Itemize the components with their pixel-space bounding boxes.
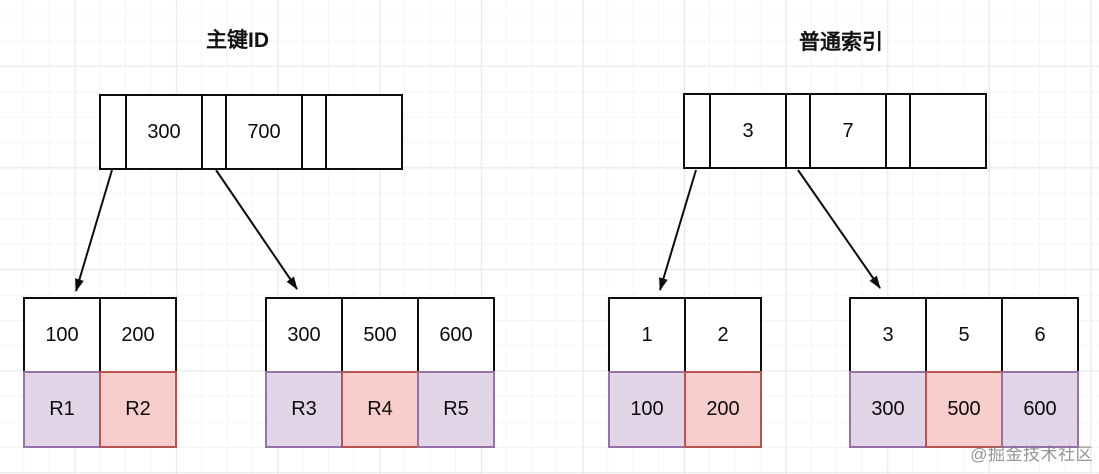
leaf-record-cell: R2 [99, 371, 177, 448]
root-key-cell: 3 [709, 95, 785, 167]
secondary-leaf-node-1: 1 100 2 200 [608, 297, 762, 448]
leaf-column: 200 R2 [99, 297, 177, 448]
root-pointer-cell [301, 96, 325, 168]
root-pointer-cell [885, 95, 909, 167]
root-key-cell-empty [909, 95, 985, 167]
leaf-key-cell: 3 [849, 297, 927, 373]
leaf-record-cell: R3 [265, 371, 343, 448]
leaf-key-cell: 200 [99, 297, 177, 373]
leaf-record-cell: 500 [925, 371, 1003, 448]
leaf-record-cell: R5 [417, 371, 495, 448]
leaf-key-cell: 5 [925, 297, 1003, 373]
leaf-record-cell: 200 [684, 371, 762, 448]
arrow-primary-root-to-leaf2 [215, 169, 298, 290]
leaf-record-cell: R1 [23, 371, 101, 448]
leaf-column: 1 100 [608, 297, 686, 448]
primary-key-title: 主键ID [206, 29, 269, 52]
root-pointer-cell [785, 95, 809, 167]
secondary-root-node: 3 7 [683, 93, 987, 169]
primary-leaf-node-1: 100 R1 200 R2 [23, 297, 177, 448]
juejin-watermark: @掘金技术社区 [970, 445, 1093, 464]
secondary-leaf-node-2: 3 300 5 500 6 600 [849, 297, 1079, 448]
leaf-record-cell: R4 [341, 371, 419, 448]
leaf-column: 300 R3 [265, 297, 343, 448]
leaf-record-cell: 600 [1001, 371, 1079, 448]
leaf-column: 3 300 [849, 297, 927, 448]
leaf-column: 6 600 [1001, 297, 1079, 448]
root-key-cell: 300 [125, 96, 201, 168]
root-pointer-cell [685, 95, 709, 167]
leaf-key-cell: 100 [23, 297, 101, 373]
arrow-secondary-root-to-leaf2 [797, 169, 881, 289]
primary-leaf-node-2: 300 R3 500 R4 600 R5 [265, 297, 495, 448]
root-key-cell: 7 [809, 95, 885, 167]
root-key-cell-empty [325, 96, 401, 168]
leaf-key-cell: 2 [684, 297, 762, 373]
leaf-column: 5 500 [925, 297, 1003, 448]
leaf-column: 2 200 [684, 297, 762, 448]
leaf-record-cell: 100 [608, 371, 686, 448]
leaf-record-cell: 300 [849, 371, 927, 448]
root-pointer-cell [201, 96, 225, 168]
leaf-key-cell: 1 [608, 297, 686, 373]
leaf-column: 500 R4 [341, 297, 419, 448]
secondary-index-title: 普通索引 [799, 31, 883, 54]
leaf-key-cell: 300 [265, 297, 343, 373]
leaf-column: 100 R1 [23, 297, 101, 448]
leaf-key-cell: 6 [1001, 297, 1079, 373]
arrow-primary-root-to-leaf1 [75, 169, 113, 292]
primary-root-node: 300 700 [99, 94, 403, 170]
root-pointer-cell [101, 96, 125, 168]
root-key-cell: 700 [225, 96, 301, 168]
leaf-key-cell: 500 [341, 297, 419, 373]
leaf-key-cell: 600 [417, 297, 495, 373]
arrow-secondary-root-to-leaf1 [659, 169, 697, 291]
leaf-column: 600 R5 [417, 297, 495, 448]
